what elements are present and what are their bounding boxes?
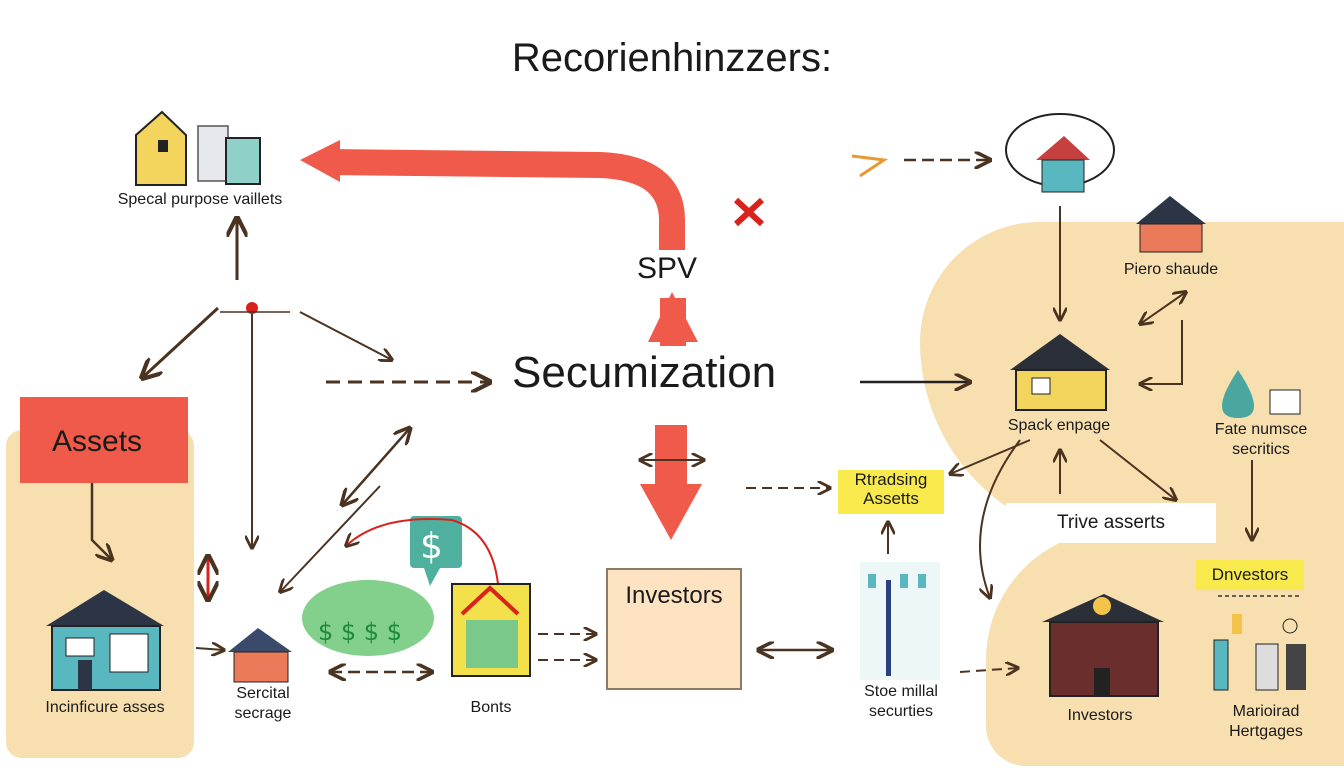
incinficure-label: Incinficure asses: [45, 699, 165, 716]
investors-center-label: Investors: [625, 582, 723, 609]
house-icon-small: [228, 628, 292, 683]
marioirad-label: Marioirad Hertgages: [1229, 703, 1303, 740]
page-title: Recorienhinzzers:: [511, 36, 833, 80]
money-cloud-icon: [302, 580, 434, 656]
bonts-label: Bonts: [470, 699, 512, 716]
piero-shaude-label: Piero shaude: [1123, 261, 1219, 278]
red-curved-arrow: [329, 149, 685, 250]
assets-label: Assets: [52, 425, 143, 458]
cross-icon: [733, 197, 765, 227]
dnvestors-label: Dnvestors: [1196, 560, 1304, 590]
fate-numsce-label: Fate numsce secritics: [1214, 421, 1308, 458]
red-down-arrow: [640, 484, 702, 540]
stoe-millal-label: Stoe millal securties: [864, 683, 938, 720]
spv-label: SPV: [637, 252, 698, 285]
dollar-bubble-icon: $: [410, 516, 462, 586]
house-icon-yellow: [135, 110, 187, 186]
house-icon-red-right: [1136, 196, 1206, 253]
building-icon-bars: [860, 562, 940, 680]
investors-right-label: Investors: [1067, 707, 1133, 724]
rtradsing-assets-label: Rtradsing Assetts: [838, 470, 944, 514]
investors-box[interactable]: Investors: [606, 568, 742, 690]
securitization-label: Secumization: [512, 348, 777, 397]
tree-house-icon: [1005, 113, 1115, 193]
trive-asserts-box[interactable]: Trive asserts: [1006, 503, 1216, 543]
special-purpose-label: Specal purpose vaillets: [117, 191, 283, 208]
droplet-icon: [1222, 370, 1254, 418]
building-icon-bonts: [451, 583, 531, 677]
building-icon-gray: [197, 125, 261, 185]
sercital-label: Sercital secrage: [234, 685, 292, 722]
house-icon-center-right: [1010, 334, 1110, 411]
building-icon-investors: [1042, 594, 1164, 697]
svg-text:$: $: [420, 526, 443, 567]
house-icon-teal: [46, 590, 164, 691]
spack-enpage-label: Spack enpage: [1007, 417, 1111, 434]
svg-text:$ $ $ $: $ $ $ $: [318, 618, 402, 646]
assets-box[interactable]: Assets: [20, 397, 188, 483]
